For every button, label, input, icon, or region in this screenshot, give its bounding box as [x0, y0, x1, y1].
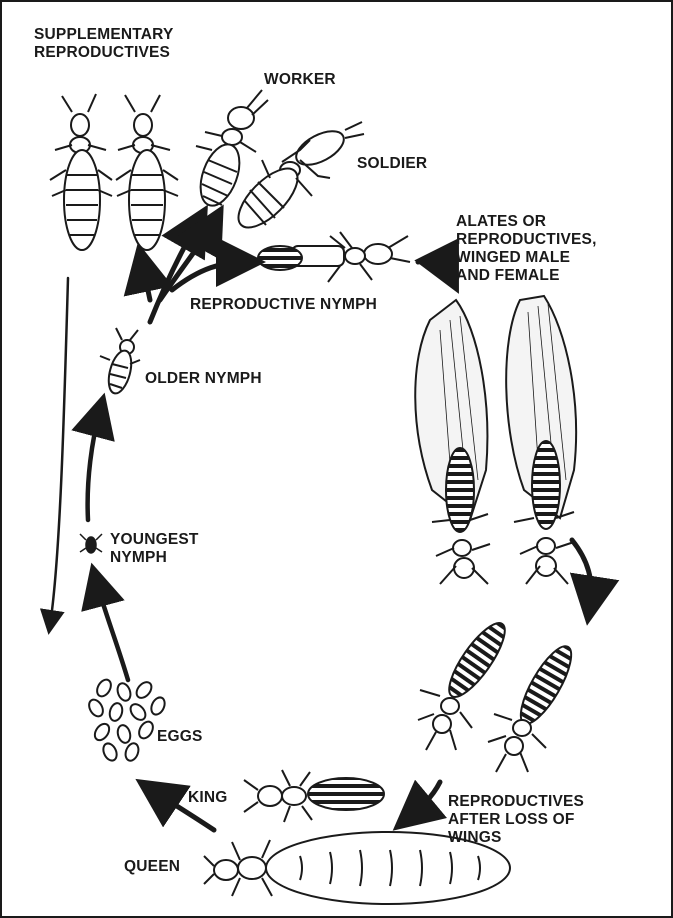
arrow-supplementary-down: [50, 278, 68, 625]
arrow-eggs-to-youngest: [96, 580, 128, 680]
king-termite: [244, 770, 384, 822]
label-alates: ALATES OR REPRODUCTIVES, WINGED MALE AND…: [456, 213, 597, 285]
arrow-nymph-to-alates: [418, 261, 450, 276]
label-youngest-nymph: YOUNGEST NYMPH: [110, 531, 199, 567]
label-reproductive-nymph: REPRODUCTIVE NYMPH: [190, 296, 377, 314]
arrow-alates-to-dealates: [572, 540, 591, 606]
arrow-youngest-to-older: [88, 410, 100, 520]
dealate-reproductive-2: [488, 640, 580, 772]
supplementary-reproductive-1: [50, 94, 112, 250]
supplementary-reproductive-2: [116, 95, 178, 250]
label-reproductives-after-loss-of-wings: REPRODUCTIVES AFTER LOSS OF WINGS: [448, 793, 584, 847]
reproductive-nymph-termite: [258, 232, 410, 282]
youngest-nymph-termite: [80, 534, 102, 553]
alate-winged-termite-2: [506, 296, 576, 584]
label-eggs: EGGS: [157, 728, 203, 746]
label-older-nymph: OLDER NYMPH: [145, 370, 262, 388]
soldier-termite: [229, 122, 364, 237]
older-nymph-termite: [100, 328, 140, 396]
arrow-to-worker: [160, 222, 214, 300]
label-worker: WORKER: [264, 71, 336, 89]
arrow-dealates-to-king: [408, 782, 440, 818]
eggs-cluster: [86, 677, 167, 762]
label-queen: QUEEN: [124, 858, 180, 876]
label-supplementary-reproductives: SUPPLEMENTARY REPRODUCTIVES: [34, 26, 174, 62]
label-soldier: SOLDIER: [357, 155, 427, 173]
alate-winged-termite-1: [415, 300, 490, 584]
dealate-reproductive-1: [418, 616, 514, 750]
arrow-to-supplementary: [142, 262, 150, 300]
label-king: KING: [188, 789, 228, 807]
